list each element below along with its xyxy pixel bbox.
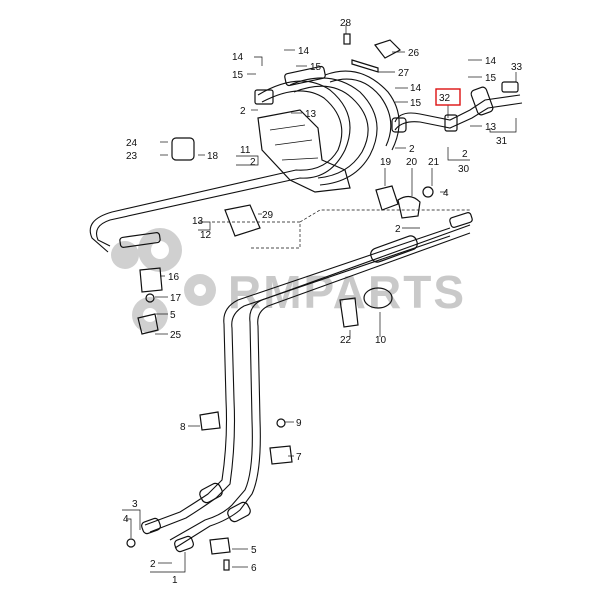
callout-4a[interactable]: 4 xyxy=(443,188,449,199)
hose-clamp-10 xyxy=(363,287,393,309)
callout-24[interactable]: 24 xyxy=(126,138,138,149)
clip-7 xyxy=(269,445,293,465)
clip-5 xyxy=(137,313,159,335)
callout-2a[interactable]: 2 xyxy=(240,106,246,117)
callout-1[interactable]: 1 xyxy=(172,575,178,586)
callout-14d[interactable]: 14 xyxy=(485,56,497,67)
callout-13a[interactable]: 13 xyxy=(305,109,317,120)
right-pipe-group xyxy=(391,81,523,133)
callout-14a[interactable]: 14 xyxy=(232,52,244,63)
callout-15a[interactable]: 15 xyxy=(232,70,244,81)
callout-2b[interactable]: 2 xyxy=(409,144,415,155)
callout-32[interactable]: 32 xyxy=(439,93,451,104)
watermark-text: RMPARTS xyxy=(228,266,466,318)
callout-26[interactable]: 26 xyxy=(408,48,420,59)
callout-9[interactable]: 9 xyxy=(296,418,302,429)
callout-18[interactable]: 18 xyxy=(207,151,219,162)
callout-5b[interactable]: 5 xyxy=(251,545,257,556)
leader-lines xyxy=(122,24,517,573)
bracket-26 xyxy=(374,39,401,59)
callout-15b[interactable]: 15 xyxy=(310,62,322,73)
callout-10[interactable]: 10 xyxy=(375,335,387,346)
callout-16[interactable]: 16 xyxy=(168,272,180,283)
callout-15c[interactable]: 15 xyxy=(410,98,422,109)
callout-14b[interactable]: 14 xyxy=(298,46,310,57)
callout-21[interactable]: 21 xyxy=(428,157,440,168)
callout-13b[interactable]: 13 xyxy=(485,122,497,133)
callout-2d[interactable]: 2 xyxy=(250,157,256,168)
nut-17 xyxy=(145,293,155,303)
callout-30[interactable]: 30 xyxy=(458,164,470,175)
grommet-19 xyxy=(375,185,399,211)
callout-6[interactable]: 6 xyxy=(251,563,257,574)
strap-27 xyxy=(351,59,379,73)
flange-20 xyxy=(397,195,421,219)
nut-21 xyxy=(422,186,434,198)
engine-block xyxy=(257,109,351,193)
callout-28[interactable]: 28 xyxy=(340,18,352,29)
callout-14c[interactable]: 14 xyxy=(410,83,422,94)
callout-11[interactable]: 11 xyxy=(240,145,251,156)
nut-9 xyxy=(276,418,286,428)
clip-8 xyxy=(199,411,221,431)
clip-5b xyxy=(209,537,231,555)
fittings xyxy=(126,33,434,571)
bolt-28 xyxy=(343,33,351,45)
clamp-29 xyxy=(224,204,261,237)
callout-7[interactable]: 7 xyxy=(296,452,302,463)
callout-3[interactable]: 3 xyxy=(132,499,138,510)
callout-2c[interactable]: 2 xyxy=(462,149,468,160)
lower-pipe-bundle xyxy=(141,212,473,553)
callout-5a[interactable]: 5 xyxy=(170,310,176,321)
callout-17[interactable]: 17 xyxy=(170,293,182,304)
callout-12[interactable]: 12 xyxy=(200,230,212,241)
callout-23[interactable]: 23 xyxy=(126,151,138,162)
upper-pipe-bundle xyxy=(89,65,400,253)
callout-4b[interactable]: 4 xyxy=(123,514,129,525)
callout-labels: 28 26 27 14 15 14 15 2 13 14 15 2 32 14 … xyxy=(123,18,523,586)
watermark: RMPARTS xyxy=(111,228,466,333)
bolt-6 xyxy=(223,559,230,571)
washer-2 xyxy=(126,538,136,548)
bracket-18 xyxy=(171,137,195,161)
callout-19[interactable]: 19 xyxy=(380,157,392,168)
holder-22 xyxy=(339,297,359,328)
callout-20[interactable]: 20 xyxy=(406,157,418,168)
callout-13c[interactable]: 13 xyxy=(192,216,204,227)
bracket-16 xyxy=(139,267,163,293)
callout-22[interactable]: 22 xyxy=(340,335,352,346)
dashed-frame xyxy=(212,209,470,249)
callout-31[interactable]: 31 xyxy=(496,136,508,147)
callout-2f[interactable]: 2 xyxy=(150,559,156,570)
callout-29[interactable]: 29 xyxy=(262,210,274,221)
callout-33[interactable]: 33 xyxy=(511,62,523,73)
callout-27[interactable]: 27 xyxy=(398,68,410,79)
callout-8[interactable]: 8 xyxy=(180,422,186,433)
highlight-box-32 xyxy=(435,88,461,106)
callout-25[interactable]: 25 xyxy=(170,330,182,341)
callout-15d[interactable]: 15 xyxy=(485,73,497,84)
callout-2e[interactable]: 2 xyxy=(395,224,401,235)
